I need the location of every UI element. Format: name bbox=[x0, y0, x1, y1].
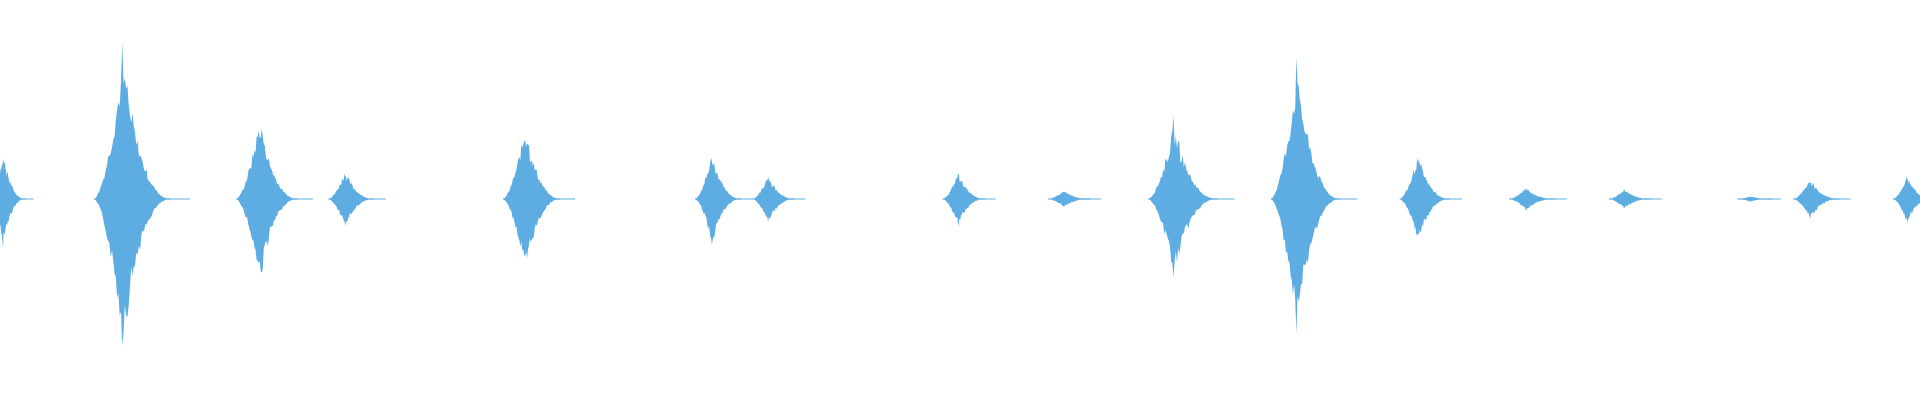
waveform-tail bbox=[1082, 198, 1102, 200]
waveform-burst bbox=[1793, 182, 1840, 219]
waveform-tail bbox=[1830, 198, 1851, 200]
waveform-tail bbox=[1642, 198, 1662, 200]
waveform-tail bbox=[1326, 198, 1358, 200]
waveform-burst bbox=[1048, 191, 1091, 207]
waveform-tail bbox=[731, 198, 753, 200]
waveform-tail bbox=[976, 198, 996, 200]
waveform-tail bbox=[549, 198, 575, 200]
waveform-burst bbox=[328, 173, 375, 226]
waveform-tail bbox=[1203, 198, 1235, 200]
waveform-tail bbox=[365, 198, 386, 200]
waveform-burst bbox=[942, 173, 985, 227]
waveform-burst bbox=[503, 140, 561, 259]
waveform-burst bbox=[695, 157, 742, 245]
waveform-tail bbox=[1546, 198, 1567, 200]
waveform-bursts bbox=[0, 42, 1920, 346]
waveform-burst bbox=[0, 158, 25, 248]
waveform-burst bbox=[1609, 189, 1652, 208]
waveform-tail bbox=[1439, 198, 1463, 200]
waveform-burst bbox=[236, 128, 298, 273]
waveform-burst bbox=[1399, 157, 1450, 236]
waveform-burst bbox=[752, 176, 795, 223]
waveform-burst bbox=[1893, 177, 1920, 224]
waveform-tail bbox=[285, 198, 313, 200]
waveform-burst bbox=[1509, 187, 1556, 212]
waveform-burst bbox=[1271, 56, 1341, 334]
waveform-tail bbox=[1765, 198, 1781, 200]
waveform-burst bbox=[1737, 196, 1773, 202]
waveform-burst bbox=[1148, 116, 1218, 278]
waveform-tail bbox=[155, 198, 191, 200]
waveform-tail bbox=[786, 198, 806, 200]
waveform-burst bbox=[94, 42, 171, 346]
waveform-tail bbox=[18, 198, 34, 200]
